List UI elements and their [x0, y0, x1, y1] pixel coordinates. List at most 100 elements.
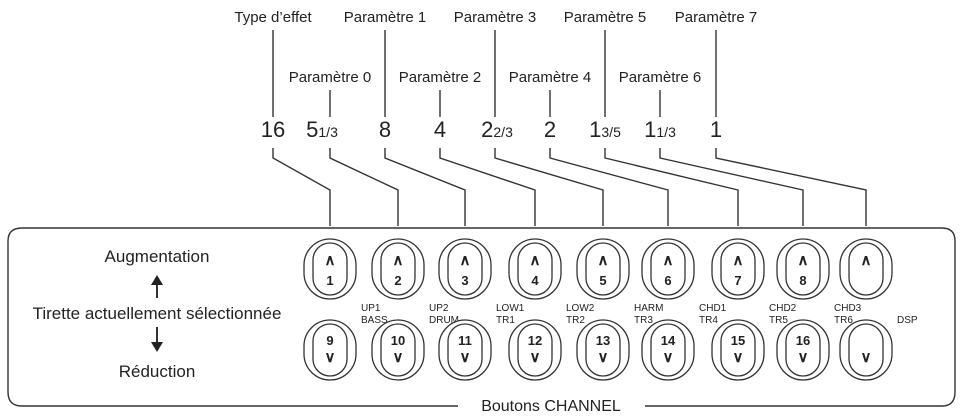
button-number: 5: [599, 273, 606, 288]
channel-up-button-5[interactable]: ∧5: [576, 238, 630, 300]
channel-down-button-12[interactable]: ∨12: [508, 319, 562, 381]
button-face: [517, 323, 553, 377]
button-face: [585, 323, 621, 377]
button-face: [312, 242, 348, 296]
side-labels: Augmentation Tirette actuellement sélect…: [33, 247, 282, 381]
chevron-up-icon: ∧: [861, 252, 872, 269]
chevron-down-icon: ∨: [663, 349, 674, 366]
chevron-down-icon: ∨: [861, 349, 872, 366]
parameter-labels: Type d’effet Paramètre 1 Paramètre 3 Par…: [234, 9, 757, 86]
label-parametre-7: Paramètre 7: [675, 9, 758, 26]
chevron-down-icon: ∨: [325, 349, 336, 366]
footage-2-2-3: 22/3: [481, 117, 513, 142]
channel-up-button-7[interactable]: ∧7: [711, 238, 765, 300]
channel-down-button-16[interactable]: ∨16: [776, 319, 830, 381]
chevron-down-icon: ∨: [798, 349, 809, 366]
channel-label-top: CHD3: [834, 303, 862, 314]
channel-label-bottom: TR5: [769, 315, 788, 326]
channel-down-button-15[interactable]: ∨15: [711, 319, 765, 381]
footage-5-1-3: 51/3: [306, 117, 338, 142]
button-face: [447, 323, 483, 377]
label-parametre-1: Paramètre 1: [344, 9, 427, 26]
button-number: 11: [458, 333, 472, 348]
channel-label-bottom: TR6: [834, 315, 853, 326]
button-number: 2: [394, 273, 401, 288]
button-number: 6: [664, 273, 671, 288]
channel-down-button-9[interactable]: ∨9: [303, 319, 357, 381]
dsp-label: DSP: [897, 315, 918, 326]
button-face: [312, 323, 348, 377]
channel-up-button-6[interactable]: ∧6: [641, 238, 695, 300]
dsp-up-button[interactable]: ∧: [839, 238, 893, 300]
label-parametre-3: Paramètre 3: [454, 9, 537, 26]
footage-8: 8: [379, 117, 391, 142]
dsp-down-button[interactable]: ∨: [839, 319, 893, 381]
button-face: [720, 323, 756, 377]
button-number: 8: [799, 273, 806, 288]
channel-label-bottom: TR1: [496, 315, 515, 326]
button-number: 7: [734, 273, 741, 288]
button-face: [380, 242, 416, 296]
channel-panel: [7, 227, 956, 407]
button-number: 10: [391, 333, 405, 348]
channel-down-button-13[interactable]: ∨13: [576, 319, 630, 381]
button-number: 15: [731, 333, 745, 348]
channel-label-top: LOW2: [566, 303, 595, 314]
button-number: 1: [326, 273, 333, 288]
channel-up-button-1[interactable]: ∧1: [303, 238, 357, 300]
chevron-down-icon: ∨: [598, 349, 609, 366]
footage-1: 1: [710, 117, 722, 142]
label-parametre-0: Paramètre 0: [289, 69, 372, 86]
chevron-up-icon: ∧: [530, 252, 541, 269]
chevron-up-icon: ∧: [393, 252, 404, 269]
channel-down-button-10[interactable]: ∨10: [371, 319, 425, 381]
label-tirette-selectionnee: Tirette actuellement sélectionnée: [33, 304, 282, 323]
channel-label-bottom: DRUM: [429, 315, 459, 326]
channel-label-bottom: TR4: [699, 315, 718, 326]
button-face: [650, 242, 686, 296]
button-face: [585, 242, 621, 296]
chevron-down-icon: ∨: [530, 349, 541, 366]
button-face: [517, 242, 553, 296]
button-number: 16: [796, 333, 810, 348]
footage-4: 4: [434, 117, 446, 142]
channel-up-button-8[interactable]: ∧8: [776, 238, 830, 300]
channel-label-bottom: TR2: [566, 315, 585, 326]
channel-label-top: CHD2: [769, 303, 797, 314]
chevron-up-icon: ∧: [325, 252, 336, 269]
footage-1-3-5: 13/5: [589, 117, 621, 142]
button-number: 9: [326, 333, 333, 348]
button-face: [380, 323, 416, 377]
button-number: 4: [531, 273, 539, 288]
channel-label-top: UP1: [361, 303, 381, 314]
channel-up-button-2[interactable]: ∧2: [371, 238, 425, 300]
button-number: 14: [661, 333, 676, 348]
footage-16: 16: [261, 117, 285, 142]
channel-label-bottom: TR3: [634, 315, 653, 326]
chevron-down-icon: ∨: [733, 349, 744, 366]
button-face: [447, 242, 483, 296]
chevron-up-icon: ∧: [460, 252, 471, 269]
channel-buttons: ∧1∨9UP1BASS∧2∨10UP2DRUM∧3∨11LOW1TR1∧4∨12…: [303, 238, 918, 381]
button-face: [785, 242, 821, 296]
channel-up-button-3[interactable]: ∧3: [438, 238, 492, 300]
arrow-down-icon: [151, 327, 163, 352]
footage-values: 16 51/3 8 4 22/3 2 13/5 11/3 1: [261, 117, 722, 142]
chevron-up-icon: ∧: [663, 252, 674, 269]
chevron-down-icon: ∨: [393, 349, 404, 366]
channel-label-top: LOW1: [496, 303, 525, 314]
label-type-effet: Type d’effet: [234, 9, 312, 26]
footage-connector-lines: [272, 148, 867, 226]
button-face: [650, 323, 686, 377]
channel-down-button-11[interactable]: ∨11: [438, 319, 492, 381]
channel-down-button-14[interactable]: ∨14: [641, 319, 695, 381]
chevron-up-icon: ∧: [733, 252, 744, 269]
button-number: 3: [461, 273, 468, 288]
channel-up-button-4[interactable]: ∧4: [508, 238, 562, 300]
button-face: [848, 242, 884, 296]
label-augmentation: Augmentation: [105, 247, 210, 266]
label-parametre-2: Paramètre 2: [399, 69, 482, 86]
label-parametre-4: Paramètre 4: [509, 69, 592, 86]
label-leader-lines: [272, 30, 717, 117]
channel-label-top: UP2: [429, 303, 449, 314]
